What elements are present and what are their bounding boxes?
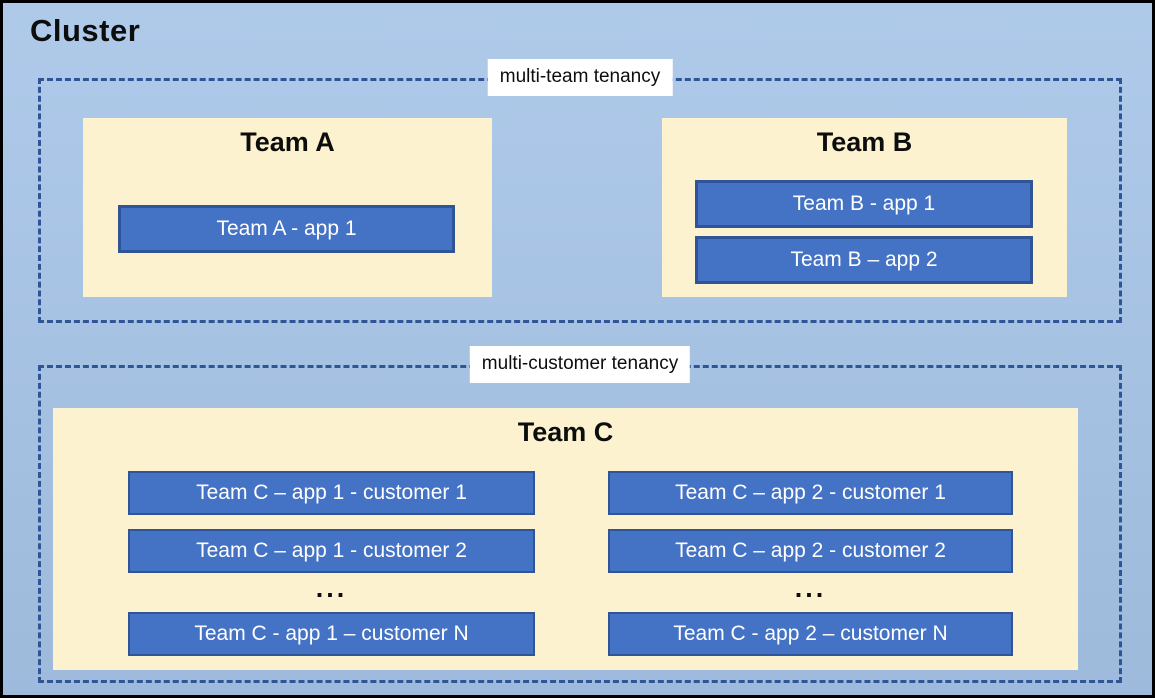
team-a-app1-box: Team A - app 1 (118, 205, 455, 253)
team-c-title: Team C (517, 417, 614, 447)
team-c-app1-ellipsis: ... (315, 573, 348, 603)
team-b-app1-box: Team B - app 1 (695, 180, 1033, 228)
team-c-app1-customer2-box: Team C – app 1 - customer 2 (128, 529, 535, 573)
team-a-title: Team A (240, 127, 335, 157)
cluster-title: Cluster (30, 13, 141, 48)
team-c-app2-ellipsis: ... (794, 573, 827, 603)
team-c-app1-customer1-box: Team C – app 1 - customer 1 (128, 471, 535, 515)
team-a-panel: Team A Team A - app 1 (83, 118, 492, 297)
team-c-panel: Team C Team C – app 1 - customer 1 Team … (53, 408, 1078, 670)
team-c-app2-customer1-box: Team C – app 2 - customer 1 (608, 471, 1013, 515)
team-b-app2-box: Team B – app 2 (695, 236, 1033, 284)
team-b-panel: Team B Team B - app 1 Team B – app 2 (662, 118, 1067, 297)
team-c-app2-customerN-box: Team C - app 2 – customer N (608, 612, 1013, 656)
team-b-title: Team B (816, 127, 913, 157)
team-c-app2-customer2-box: Team C – app 2 - customer 2 (608, 529, 1013, 573)
multi-team-tenancy-label: multi-team tenancy (487, 59, 673, 96)
team-c-app2-column: Team C – app 2 - customer 1 Team C – app… (608, 471, 1013, 656)
multi-team-tenancy-zone: multi-team tenancy Team A Team A - app 1… (38, 59, 1122, 323)
multi-customer-tenancy-label: multi-customer tenancy (469, 346, 691, 383)
team-c-app1-customerN-box: Team C - app 1 – customer N (128, 612, 535, 656)
multi-customer-tenancy-zone: multi-customer tenancy Team C Team C – a… (38, 346, 1122, 683)
team-c-app1-column: Team C – app 1 - customer 1 Team C – app… (128, 471, 535, 656)
